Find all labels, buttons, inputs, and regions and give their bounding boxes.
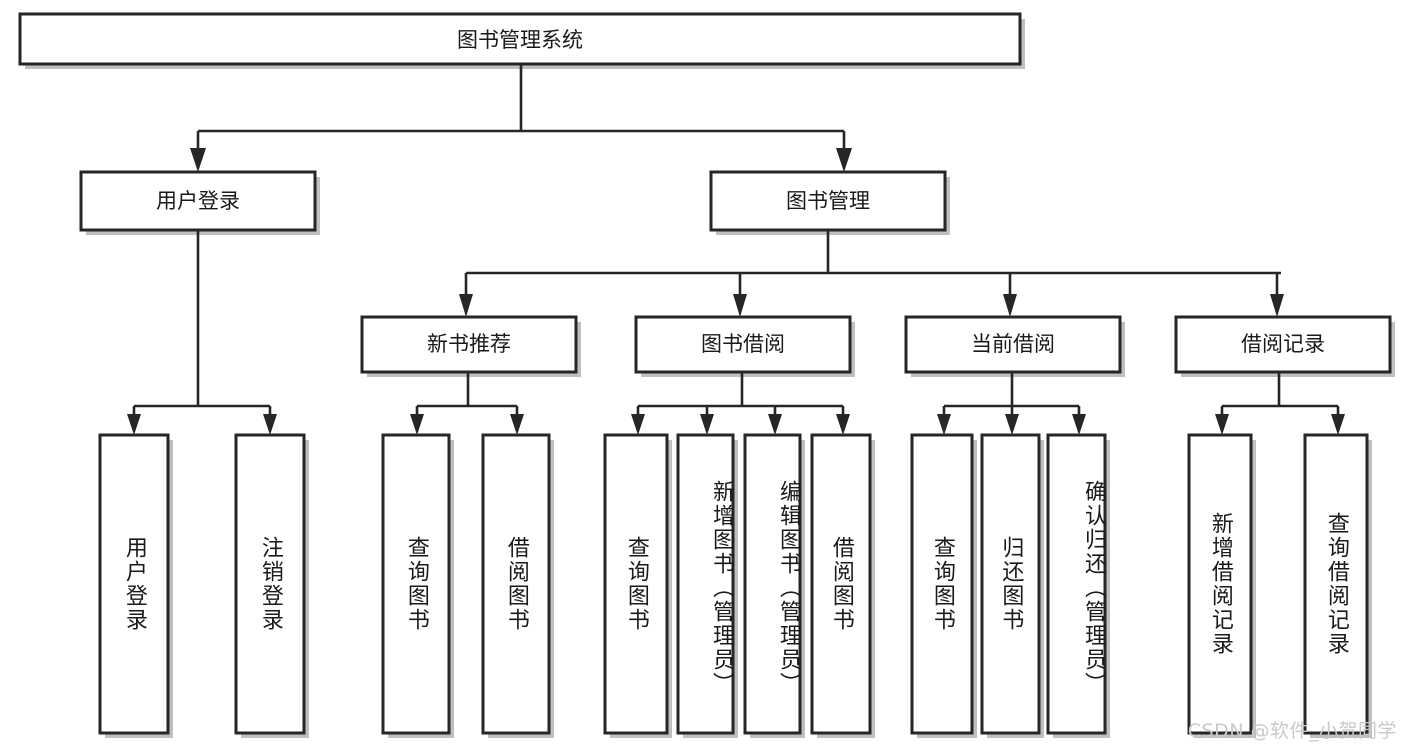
root-box[interactable] [18,12,1022,66]
node-borrow-record[interactable] [1174,315,1395,377]
arrow-head-leaf-user-login [127,414,141,435]
current-borrow-label: 当前借阅 [971,332,1055,356]
leaf-box-borrow-book-1[interactable] [481,433,551,735]
arrow-head-leaf-confirm-return [1072,414,1086,435]
leaf-box-confirm-return[interactable] [1046,433,1107,735]
arrow-head-current-borrow [1003,294,1017,317]
leaf-box-return-book[interactable] [980,433,1041,735]
leaf-box-user-login[interactable] [98,433,170,735]
arrow-head-leaf-borrow-book-2 [836,414,850,435]
arrow-head-leaf-logout [263,414,277,435]
arrow-head-leaf-query-book-2 [631,414,645,435]
leaf-box-add-book[interactable] [676,433,735,735]
arrow-head-book-management [836,148,852,172]
csdn-watermark: CSDN @软件_小贺同学 [1187,720,1397,742]
book-borrow-label: 图书借阅 [701,332,785,356]
user-login-box[interactable] [79,170,317,232]
leaf-box-query-book-3[interactable] [910,433,974,735]
leaf-box-edit-book[interactable] [743,433,802,735]
current-borrow-box[interactable] [904,315,1122,374]
borrow-record-box[interactable] [1174,315,1392,374]
leaf-box-borrow-book-2[interactable] [810,433,872,735]
arrow-head-leaf-add-record [1215,414,1229,435]
new-book-recommend-box[interactable] [360,315,578,374]
arrow-head-leaf-query-book-1 [410,414,424,435]
arrow-head-borrow-record [1270,294,1284,317]
arrow-head-leaf-add-book [700,414,714,435]
leaf-box-query-book-2[interactable] [603,433,669,735]
arrow-head-leaf-query-record [1331,414,1345,435]
leaf-box-logout[interactable] [234,433,306,735]
leaf-box-query-record[interactable] [1303,433,1369,735]
leaf-box-query-book-1[interactable] [381,433,451,735]
arrow-head-book-borrow [733,294,747,317]
user-login-label: 用户登录 [156,189,240,213]
node-book-borrow[interactable] [634,315,855,377]
borrow-record-label: 借阅记录 [1241,332,1325,356]
arrow-head-leaf-borrow-book-1 [510,414,524,435]
node-new-book-recommend[interactable] [360,315,581,377]
arrow-head-leaf-edit-book [768,414,782,435]
book-management-label: 图书管理 [786,189,870,213]
arrow-head-leaf-query-book-3 [937,414,951,435]
node-root[interactable] [18,12,1025,69]
arrow-head-user-login [190,148,206,172]
arrow-head-leaf-return-book [1005,414,1019,435]
root-label: 图书管理系统 [457,28,583,52]
leaf-box-add-record[interactable] [1187,433,1253,735]
node-current-borrow[interactable] [904,315,1125,377]
arrow-head-new-book-recommend [459,294,473,317]
node-user-login[interactable] [79,170,320,235]
new-book-recommend-label: 新书推荐 [427,332,511,356]
